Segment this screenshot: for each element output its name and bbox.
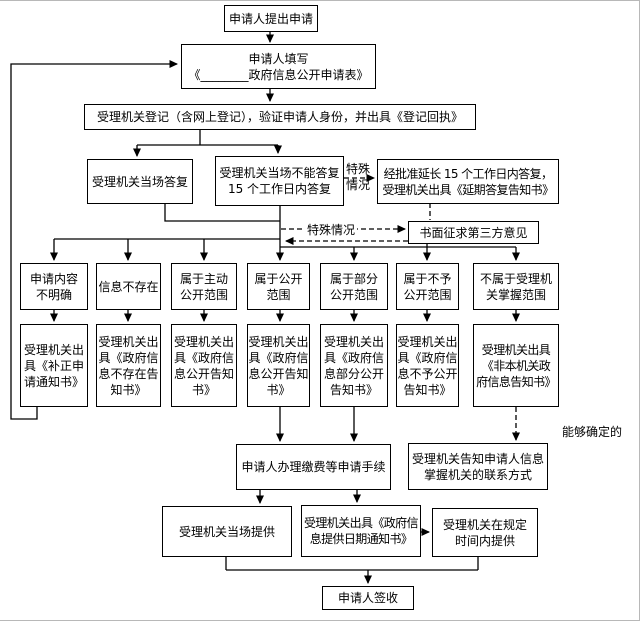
special-case-label-vertical: 特殊 情况 <box>345 162 370 192</box>
notice-box-disclosure-2: 受理机关出 具《政府信 息公开告知 书》 <box>247 324 310 407</box>
notice-box-supplement: 受理机关出 具《补正申 请通知书》 <box>20 324 88 407</box>
condition-box-proactive: 属于主动 公开范围 <box>171 263 237 310</box>
register-box: 受理机关登记（含网上登记），验证申请人身份，并出具《登记回执》 <box>84 104 476 130</box>
condition-box-public: 属于公开 范围 <box>247 263 310 310</box>
condition-box-unclear: 申请内容 不明确 <box>20 263 88 310</box>
sign-receipt-box: 申请人签收 <box>322 586 414 610</box>
notice-box-disclosure-1: 受理机关出 具《政府信 息公开告知 书》 <box>171 324 237 407</box>
reply-later-box: 受理机关当场不能答复 15 个工作日内答复 <box>215 156 344 206</box>
determinable-label: 能够确定的 <box>562 425 623 439</box>
provide-onsite-box: 受理机关当场提供 <box>162 506 292 557</box>
submit-application-box: 申请人提出申请 <box>224 5 318 32</box>
notify-contact-box: 受理机关告知申请人信息 掌握机关的联系方式 <box>408 443 548 490</box>
seek-third-party-box: 书面征求第三方意见 <box>408 221 539 244</box>
condition-box-other-agency: 不属于受理机 关掌握范围 <box>473 263 559 310</box>
notice-box-other-agency: 受理机关出具 《非本机关政 府信息告知书》 <box>473 324 559 407</box>
special-case-label-horizontal: 特殊情况 <box>305 222 358 238</box>
reply-onsite-box: 受理机关当场答复 <box>87 159 193 204</box>
condition-box-withheld: 属于不予 公开范围 <box>396 263 459 310</box>
provide-in-time-box: 受理机关在规定 时间内提供 <box>432 508 538 557</box>
provide-date-notice-box: 受理机关出具《政府信 息提供日期通知书》 <box>301 505 421 557</box>
notice-box-not-exist: 受理机关出 具《政府信 息不存在告 知书》 <box>96 324 161 407</box>
pay-fees-box: 申请人办理缴费等申请手续 <box>236 444 391 490</box>
notice-box-withheld: 受理机关出 具《政府信 息不予公开 告知书》 <box>396 324 459 407</box>
condition-box-not-exist: 信息不存在 <box>96 263 161 310</box>
condition-box-partial: 属于部分 公开范围 <box>320 263 388 310</box>
notice-box-partial: 受理机关出 具《政府信 息部分公开 告知书》 <box>320 324 388 407</box>
reply-extended-box: 经批准延长 15 个工作日内答复， 受理机关出具《延期答复告知书》 <box>377 159 559 204</box>
fill-form-box: 申请人填写 《________政府信息公开申请表》 <box>181 44 376 89</box>
